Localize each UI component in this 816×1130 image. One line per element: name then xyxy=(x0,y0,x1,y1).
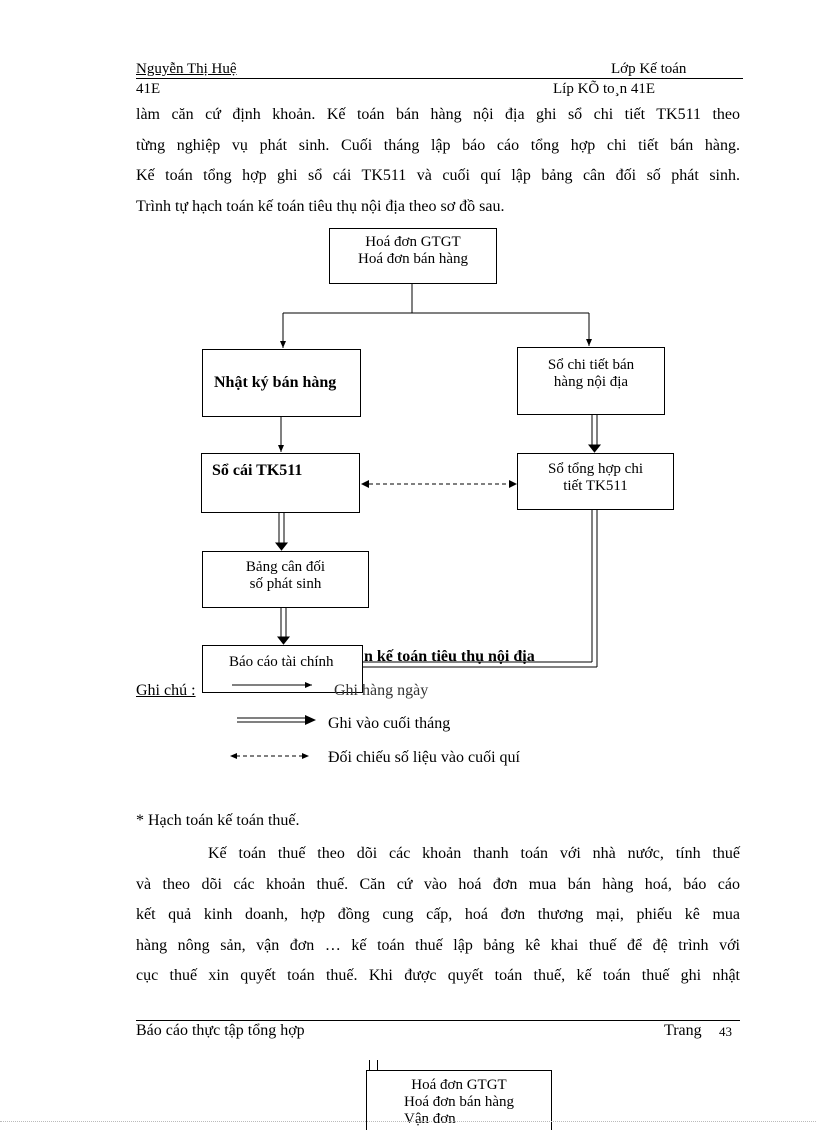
double-detail-to-summary-head xyxy=(587,444,602,453)
box-sales-journal-label: Nhật ký bán hàng xyxy=(214,374,337,391)
page-bottom-dotted-edge xyxy=(0,1121,816,1122)
footer-title: Báo cáo thực tập tổng hợp xyxy=(136,1022,305,1039)
box-detail-book: Sổ chi tiết bán hàng nội địa xyxy=(517,347,665,415)
header-class-label: Lớp Kế toán xyxy=(611,61,687,77)
next-page-line3: Vận đơn xyxy=(404,1111,456,1127)
dashed-head-left xyxy=(361,480,369,488)
next-page-bar-b xyxy=(377,1060,378,1072)
next-page-box: Hoá đơn GTGT Hoá đơn bán hàng Vận đơn xyxy=(366,1070,552,1130)
box-summary-line1: Sổ tổng hợp chi xyxy=(547,461,644,477)
header-class-suffix: 41E xyxy=(136,81,161,97)
header-class-garbled: Líp KÕ to¸n 41E xyxy=(553,81,656,97)
legend-dashed-head-left xyxy=(230,753,237,759)
legend-dashed-head-right xyxy=(302,753,309,759)
intro-line: Kế toán tổng hợp ghi sổ cái TK511 và cuố… xyxy=(136,167,740,184)
box-financial-report-label: Báo cáo tài chính xyxy=(229,654,334,670)
box-balance: Bảng cân đối số phát sinh xyxy=(202,551,369,608)
box-ledger-label: Sổ cái TK511 xyxy=(212,462,303,479)
legend-monthly-text: Ghi vào cuối tháng xyxy=(328,715,451,732)
dashed-head-right xyxy=(509,480,517,488)
box-summary: Sổ tổng hợp chi tiết TK511 xyxy=(517,453,674,510)
footer-rule xyxy=(136,1020,740,1021)
double-ledger-to-balance-head xyxy=(274,542,289,551)
legend-double-arrow-head xyxy=(305,715,316,725)
tax-line: hàng nông sản, vận đơn … kế toán thuế lậ… xyxy=(136,936,740,954)
box-ledger: Sổ cái TK511 xyxy=(201,453,360,513)
intro-line: từng nghiệp vụ phát sinh. Cuối tháng lập… xyxy=(136,136,740,154)
footer-page-label: Trang xyxy=(664,1022,702,1039)
box-balance-line2: số phát sinh xyxy=(249,576,322,592)
box-invoice: Hoá đơn GTGT Hoá đơn bán hàng xyxy=(329,228,497,284)
next-page-line1: Hoá đơn GTGT xyxy=(411,1077,507,1093)
intro-line: làm căn cứ định khoản. Kế toán bán hàng … xyxy=(136,106,740,123)
box-detail-book-line1: Sổ chi tiết bán xyxy=(547,357,635,373)
legend-label: Ghi chú : xyxy=(136,682,196,699)
box-summary-line2: tiết TK511 xyxy=(563,478,628,494)
tax-line: và theo dõi các khoản thuế. Căn cứ vào h… xyxy=(136,875,740,893)
footer-page-number: 43 xyxy=(719,1024,732,1039)
intro-paragraph: làm căn cứ định khoản. Kế toán bán hàng … xyxy=(136,100,740,222)
tax-line: cục thuế xin quyết toán thuế. Khi được q… xyxy=(136,967,740,985)
box-balance-line1: Bảng cân đối xyxy=(245,559,326,575)
box-sales-journal: Nhật ký bán hàng xyxy=(202,349,361,417)
legend-quarterly-text: Đối chiếu số liệu vào cuối quí xyxy=(328,749,520,766)
header-author: Nguyễn Thị Huệ xyxy=(136,61,237,77)
box-financial-report: Báo cáo tài chính xyxy=(202,645,363,693)
next-page-bar-a xyxy=(369,1060,370,1072)
double-balance-to-report-head xyxy=(276,636,291,645)
diagram-caption: n kế toán tiêu thụ nội địa xyxy=(364,648,535,665)
tax-line: kết quả kinh doanh, hợp đồng cung cấp, h… xyxy=(136,906,740,924)
next-page-line2: Hoá đơn bán hàng xyxy=(404,1094,514,1110)
intro-line: Trình tự hạch toán kế toán tiêu thụ nội … xyxy=(136,197,505,215)
box-invoice-line2: Hoá đơn bán hàng xyxy=(358,251,468,267)
legend-daily-text: Ghi hàng ngày xyxy=(334,682,429,699)
header-rule xyxy=(136,78,743,79)
tax-heading: * Hạch toán kế toán thuế. xyxy=(136,812,300,829)
box-invoice-line1: Hoá đơn GTGT xyxy=(365,234,461,250)
tax-line: Kế toán thuế theo dõi các khoản thanh to… xyxy=(208,845,740,862)
box-detail-book-line2: hàng nội địa xyxy=(553,374,629,390)
tax-paragraph: Kế toán thuế theo dõi các khoản thanh to… xyxy=(136,839,740,992)
